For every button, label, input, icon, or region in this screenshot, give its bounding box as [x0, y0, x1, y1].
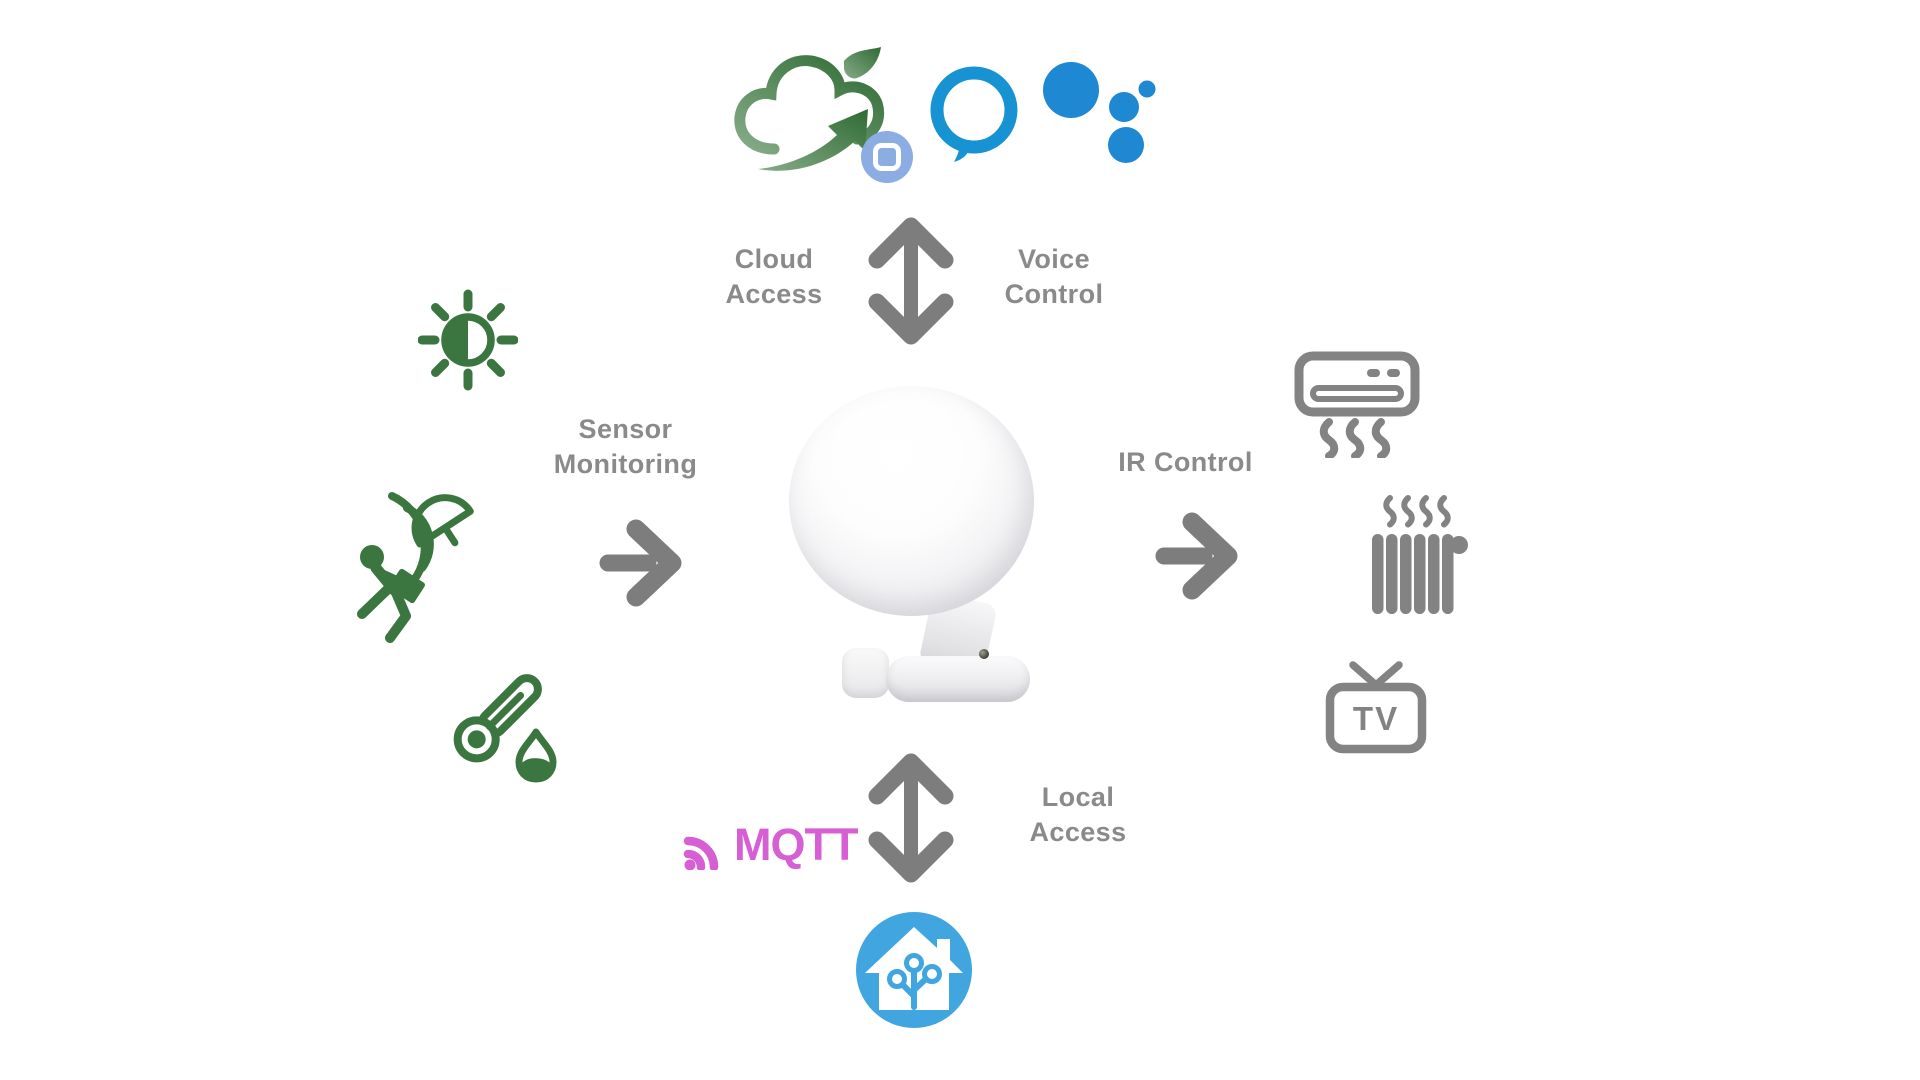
temperature-humidity-icon	[453, 674, 557, 783]
ir-arrow-right	[1155, 512, 1238, 600]
local-access-double-arrow	[868, 753, 954, 883]
ir-control-label: IR Control	[1118, 447, 1253, 477]
device-stand-foot	[842, 648, 889, 698]
local-access-label: Local Access	[1029, 782, 1127, 847]
motion-sensor-icon	[357, 492, 474, 643]
tv-icon: TV	[1325, 661, 1427, 754]
home-assistant-icon	[856, 912, 972, 1028]
sensor-arrow-right	[599, 519, 682, 607]
device-stand-base	[886, 656, 1030, 702]
google-assistant-icon	[1043, 62, 1156, 163]
device-sphere	[789, 386, 1034, 616]
cloud-voice-double-arrow	[868, 217, 954, 345]
air-conditioner-icon	[1294, 351, 1420, 458]
mqtt-logo: MQTT	[683, 819, 858, 870]
sensor-monitoring-label: Sensor Monitoring	[553, 414, 698, 479]
cloud-sync-icon	[734, 47, 913, 183]
cloud-badge-icon	[861, 131, 913, 183]
voice-control-label: Voice Control	[1004, 244, 1104, 309]
mqtt-signal-icon	[683, 836, 719, 870]
amazon-alexa-icon	[930, 66, 1018, 162]
mqtt-text: MQTT	[734, 819, 858, 870]
brightness-sensor-icon	[418, 289, 518, 391]
radiator-icon	[1372, 495, 1468, 614]
tv-text: TV	[1353, 700, 1399, 737]
device-screw	[979, 649, 989, 659]
cloud-access-label: Cloud Access	[725, 244, 823, 309]
